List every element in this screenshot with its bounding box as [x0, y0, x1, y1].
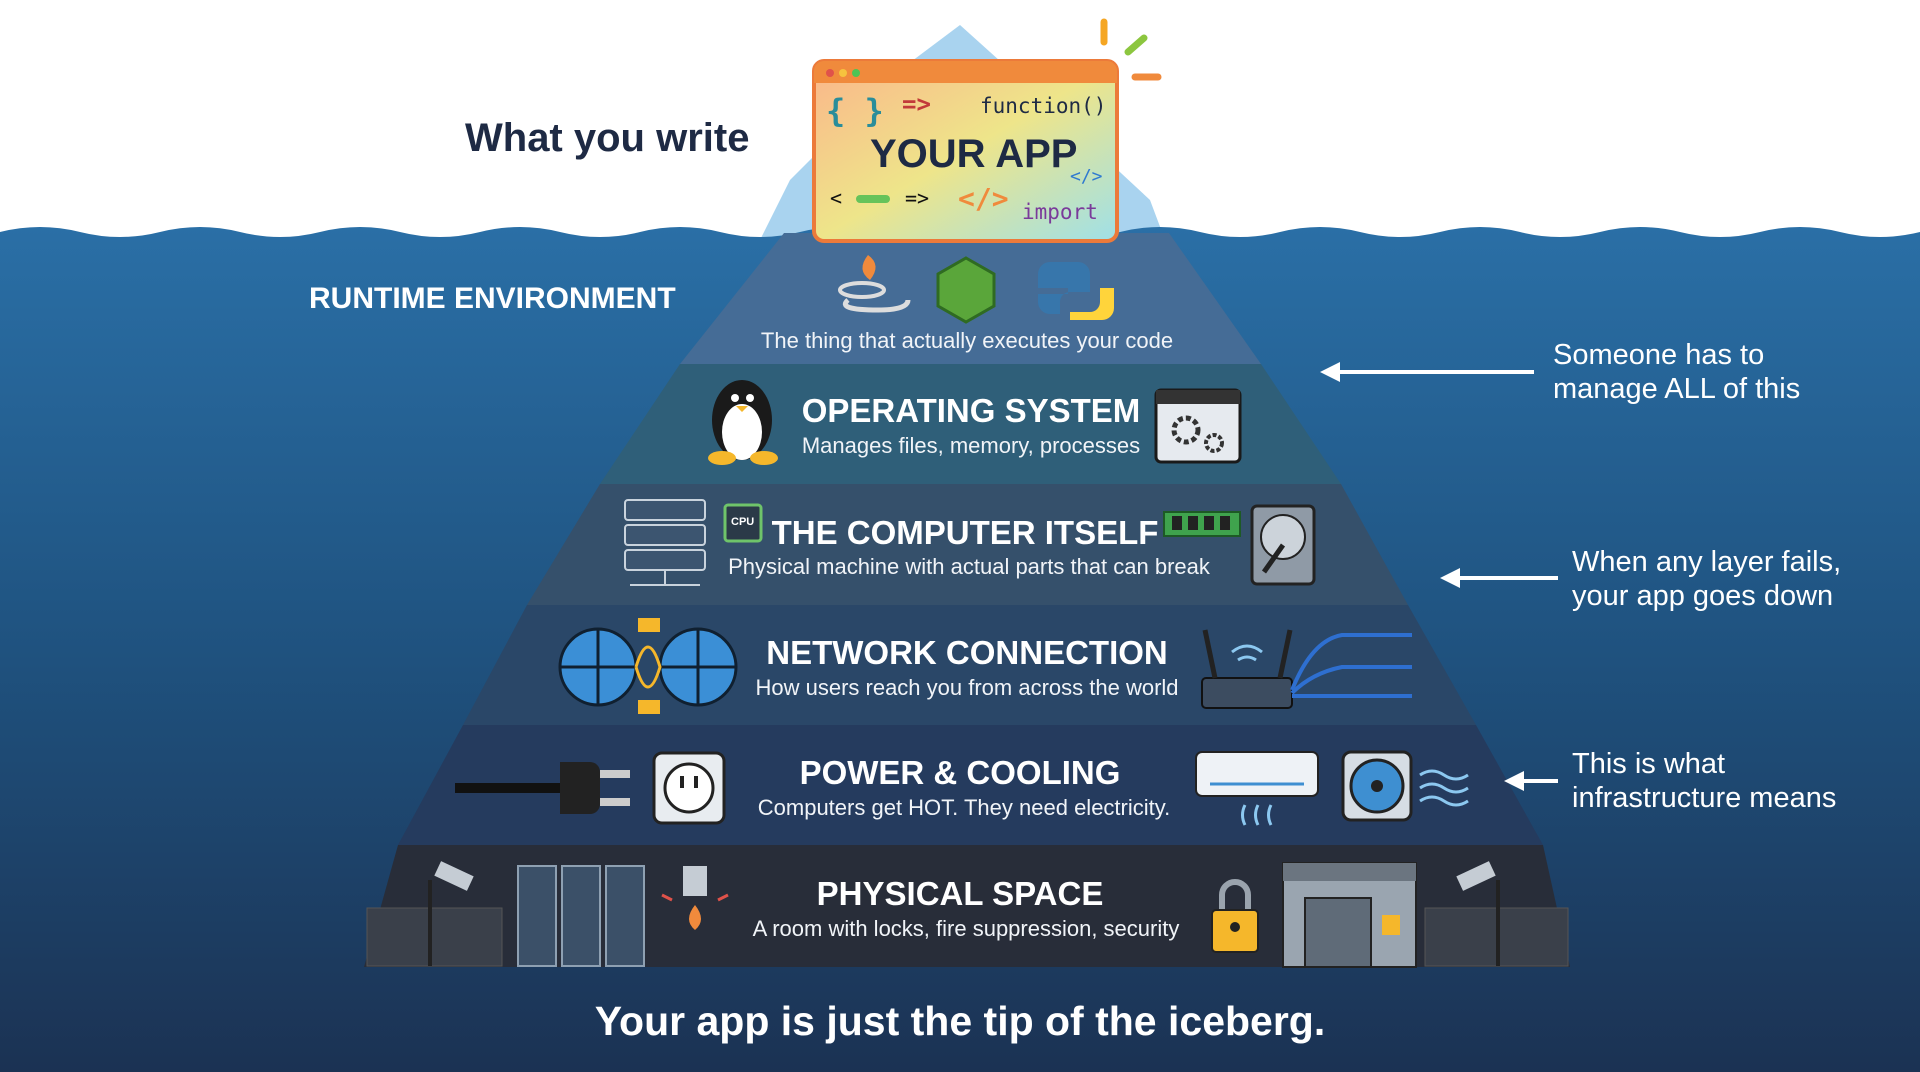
- cooling-fan-icon: [1341, 750, 1469, 822]
- layer-physical-title: PHYSICAL SPACE: [816, 875, 1104, 912]
- annotation-line: your app goes down: [1572, 580, 1834, 612]
- layer-runtime-subtitle: The thing that actually executes your co…: [760, 328, 1174, 353]
- annotation-line: This is what: [1572, 748, 1726, 780]
- layer-os-title: OPERATING SYSTEM: [801, 392, 1141, 429]
- layer-network-subtitle: How users reach you from across the worl…: [755, 675, 1179, 700]
- java-icon: [838, 255, 911, 313]
- security-fence-left: [366, 907, 503, 967]
- server-cabinets-icon: [517, 865, 645, 967]
- cpu-label: CPU: [731, 516, 755, 528]
- padlock-icon: [1211, 879, 1259, 953]
- ethernet-cables-icon: [1290, 633, 1412, 698]
- layer-runtime-title: RUNTIME ENVIRONMENT: [309, 282, 676, 315]
- layer-physical-subtitle: A room with locks, fire suppression, sec…: [752, 916, 1180, 941]
- email-icon: [638, 618, 660, 714]
- code-import: import: [1022, 200, 1098, 224]
- app-title: YOUR APP: [870, 132, 1078, 176]
- sparkle-icon: [1100, 18, 1162, 81]
- layer-computer-subtitle: Physical machine with actual parts that …: [728, 554, 1210, 579]
- what-you-write-label: What you write: [465, 116, 750, 160]
- code-braces: { }: [826, 92, 884, 130]
- secure-door-icon: [1282, 862, 1417, 968]
- fire-sprinkler-icon: [661, 866, 729, 930]
- code-arrow-2: =>: [905, 186, 930, 210]
- annotation-line: When any layer fails,: [1572, 546, 1842, 578]
- router-icon: [1201, 629, 1293, 709]
- tagline: Your app is just the tip of the iceberg.: [594, 998, 1326, 1044]
- air-conditioner-icon: [1195, 751, 1319, 826]
- layer-network-title: NETWORK CONNECTION: [766, 634, 1168, 671]
- server-rack-icon: [624, 499, 706, 586]
- layer-power-subtitle: Computers get HOT. They need electricity…: [757, 795, 1171, 820]
- code-function: function(): [980, 94, 1107, 118]
- security-camera-icon: [428, 861, 1500, 966]
- annotation-layer-fails: When any layer fails,your app goes down: [1572, 545, 1841, 613]
- power-plug-icon: [455, 762, 630, 814]
- annotation-line: Someone has to: [1553, 339, 1765, 371]
- code-tag-orange: </>: [958, 182, 1009, 215]
- arrow-icon: [1320, 362, 1558, 791]
- hard-drive-icon: [1250, 504, 1316, 586]
- globe-icon: [558, 627, 738, 707]
- layer-power-title: POWER & COOLING: [799, 754, 1121, 791]
- annotation-line: manage ALL of this: [1553, 373, 1801, 405]
- python-icon: [1038, 262, 1114, 320]
- layer-physical-bg: [364, 845, 1570, 967]
- cpu-icon: [723, 503, 763, 543]
- annotation-line: infrastructure means: [1572, 782, 1837, 814]
- layer-computer-title: THE COMPUTER ITSELF: [771, 514, 1159, 551]
- code-arrow: =>: [902, 90, 931, 118]
- layer-os-subtitle: Manages files, memory, processes: [801, 433, 1141, 458]
- code-tag-blue: </>: [1070, 166, 1103, 187]
- linux-penguin-icon: [708, 380, 778, 465]
- power-outlet-icon: [652, 751, 726, 825]
- code-lt: <: [830, 186, 843, 210]
- settings-window-icon: [1154, 388, 1242, 464]
- ram-icon: [1163, 511, 1241, 537]
- nodejs-icon: [936, 256, 996, 324]
- app-window: [812, 59, 1119, 243]
